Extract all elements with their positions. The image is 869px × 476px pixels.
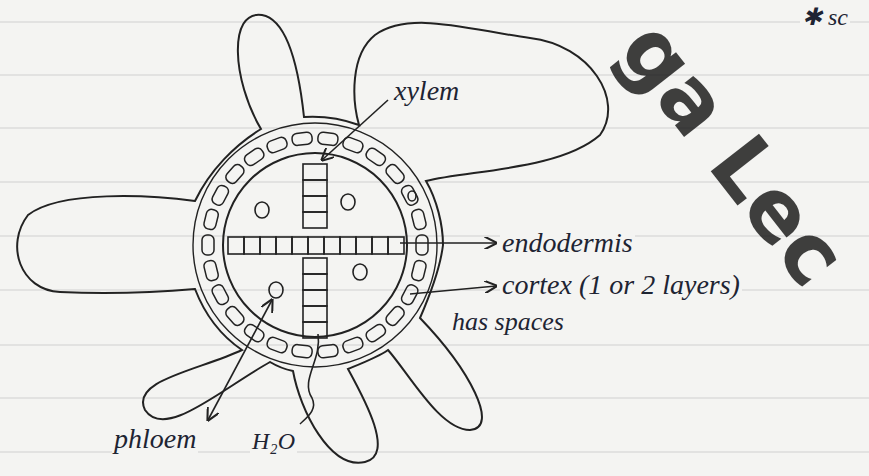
xylem-vessel bbox=[303, 164, 327, 180]
xylem-vessel bbox=[303, 180, 327, 196]
xylem-vessel bbox=[228, 237, 244, 254]
part-label: xylem bbox=[392, 76, 461, 107]
xylem-cells bbox=[228, 164, 404, 338]
cortex-cell bbox=[203, 259, 219, 281]
cortex-cell bbox=[266, 136, 289, 154]
cortex-cell bbox=[341, 336, 364, 354]
cortex-cell bbox=[384, 305, 406, 328]
cortex-cell bbox=[210, 283, 230, 306]
xylem-vessel bbox=[340, 237, 356, 254]
cortex-cell bbox=[400, 283, 420, 306]
cortex-cell bbox=[291, 132, 312, 146]
cortex-cell bbox=[203, 208, 219, 230]
xylem-vessel bbox=[303, 258, 327, 274]
cortex-cell bbox=[224, 163, 246, 186]
xylem-vessel bbox=[276, 237, 292, 254]
cortex-cell bbox=[364, 322, 387, 343]
part-label: endodermis bbox=[500, 228, 635, 259]
xylem-vessel bbox=[303, 196, 327, 212]
leader-lines bbox=[208, 100, 496, 424]
cortex-cell bbox=[224, 305, 246, 328]
part-label: cortex (1 or 2 layers) bbox=[500, 270, 742, 301]
xylem-vessel bbox=[292, 237, 308, 254]
xylem-vessel bbox=[388, 237, 404, 254]
cortex-cell bbox=[416, 235, 428, 255]
cortex-cell bbox=[384, 163, 406, 186]
xylem-vessel bbox=[303, 306, 327, 322]
part-label: has spaces bbox=[450, 308, 566, 337]
cortex-cell bbox=[266, 336, 289, 354]
cortex-cell bbox=[291, 344, 312, 358]
cortex-cell bbox=[317, 344, 338, 358]
part-label: phloem bbox=[112, 424, 198, 455]
cortex-cell bbox=[317, 132, 338, 146]
phloem-cells bbox=[255, 191, 416, 298]
cortex-boundary bbox=[193, 123, 437, 367]
cortex-cell bbox=[411, 208, 427, 230]
cortex-cell bbox=[210, 184, 230, 207]
cortex-cell bbox=[202, 235, 214, 255]
xylem-vessel bbox=[303, 274, 327, 290]
part-label: ✱ sc bbox=[800, 4, 850, 30]
xylem-vessel bbox=[372, 237, 388, 254]
cortex-cell bbox=[400, 184, 420, 207]
cortex-cell bbox=[411, 259, 427, 281]
part-label: H₂O bbox=[250, 428, 297, 454]
cortex-cell bbox=[243, 146, 266, 167]
watermark: ga Lec bbox=[601, 2, 865, 303]
xylem-vessel bbox=[303, 322, 327, 338]
xylem-vessel bbox=[324, 237, 340, 254]
stele-boundary bbox=[223, 153, 407, 337]
xylem-vessel bbox=[356, 237, 372, 254]
xylem-vessel bbox=[308, 237, 324, 254]
xylem-vessel bbox=[260, 237, 276, 254]
xylem-vessel bbox=[244, 237, 260, 254]
endodermis-cells bbox=[202, 132, 428, 359]
xylem-vessel bbox=[303, 212, 327, 228]
cortex-cell bbox=[364, 146, 387, 167]
xylem-vessel bbox=[303, 290, 327, 306]
